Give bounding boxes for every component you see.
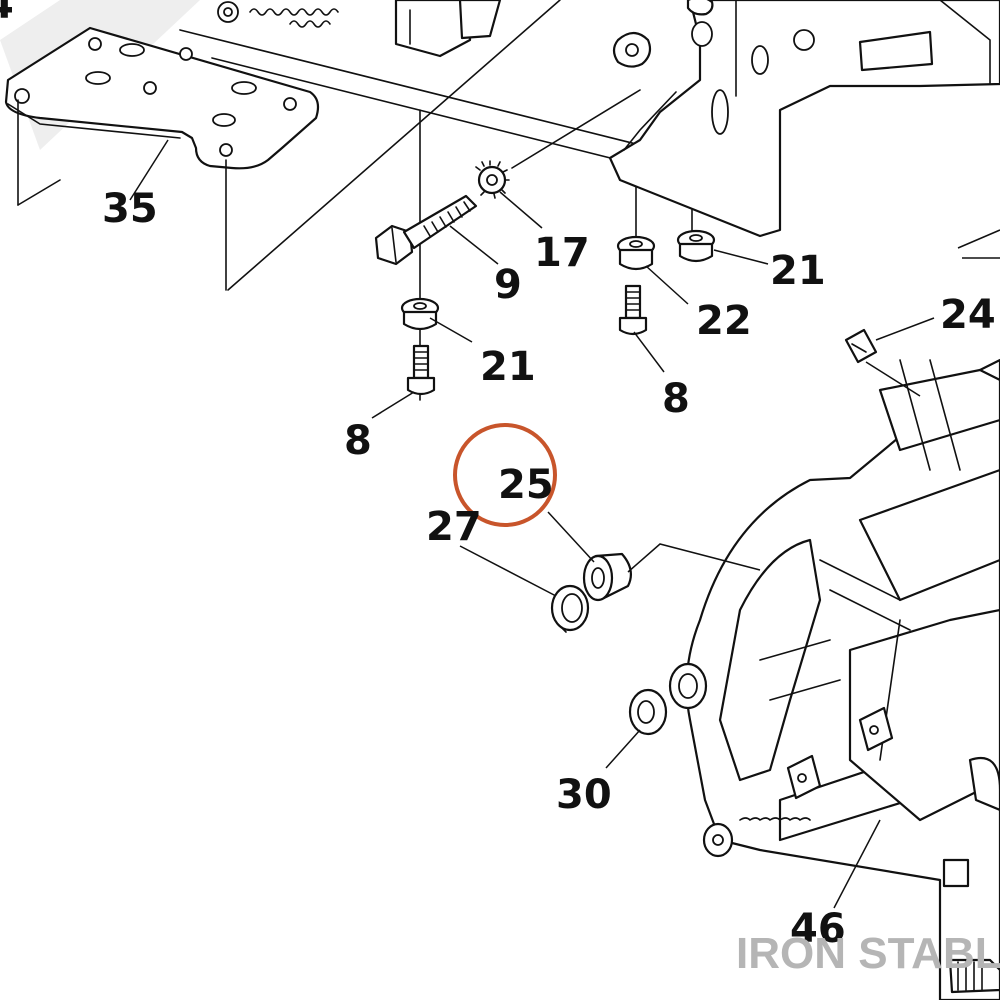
callout-17: 17	[534, 230, 590, 276]
callout-9: 9	[494, 262, 522, 308]
callout-35: 35	[102, 186, 158, 232]
part-27-retaining-ring	[550, 584, 590, 633]
callout-24: 24	[940, 292, 996, 338]
callout-21-left: 21	[480, 344, 536, 390]
part-30-washer	[628, 688, 668, 736]
part-8-screw-left	[406, 344, 436, 396]
callout-27: 27	[426, 504, 482, 550]
callout-21-right: 21	[770, 248, 826, 294]
callout-30: 30	[556, 772, 612, 818]
callout-4-partial: 4	[0, 0, 14, 28]
top-center-bracket	[394, 0, 502, 58]
callout-22: 22	[696, 298, 752, 344]
callout-8-left: 8	[344, 418, 372, 464]
part-9-bolt	[374, 194, 478, 266]
leader-lines	[129, 139, 1000, 909]
part-17-lock-washer	[475, 160, 510, 199]
callout-25-highlight-circle	[453, 423, 557, 527]
spring-top	[217, 1, 339, 28]
watermark: IRON STABLE	[736, 929, 1000, 978]
callout-8-right: 8	[662, 376, 690, 422]
callout-46: 46	[790, 906, 846, 952]
part-21-flange-nut-right	[676, 229, 716, 263]
right-upper-assembly	[608, 0, 1000, 238]
part-21-flange-nut-left	[400, 297, 440, 331]
part-24-clip	[844, 328, 878, 364]
part-25-bushing	[582, 552, 633, 602]
callout-25: 25	[498, 462, 554, 508]
part-8-screw-right	[618, 284, 648, 336]
part-22-flange-nut	[616, 235, 656, 271]
part-35-mounting-plate	[4, 26, 320, 206]
part-46-lower-frame-assembly	[668, 358, 1000, 1000]
